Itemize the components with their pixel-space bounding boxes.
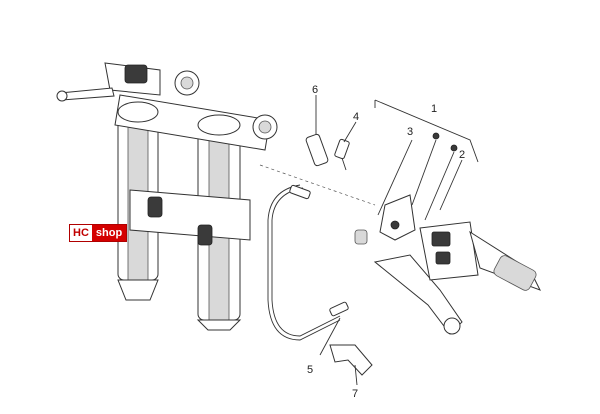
callout-4: 4 bbox=[353, 111, 359, 123]
part-2-screws bbox=[411, 132, 463, 221]
callout-7: 7 bbox=[352, 388, 358, 400]
callout-1: 1 bbox=[431, 103, 437, 115]
callout-5: 5 bbox=[307, 364, 313, 376]
clutch-lever bbox=[373, 254, 463, 335]
part-3-lever-bracket bbox=[354, 139, 416, 245]
part-1-group-bracket bbox=[374, 99, 479, 163]
watermark-shop: shop bbox=[91, 225, 127, 241]
watermark-hc: HC bbox=[70, 225, 92, 241]
callout-6: 6 bbox=[312, 84, 318, 96]
handlebar-axis-line bbox=[259, 164, 376, 206]
callout-3: 3 bbox=[407, 126, 413, 138]
switch-housing-grip bbox=[419, 221, 542, 291]
part-6-bushing bbox=[305, 95, 329, 167]
callout-2: 2 bbox=[459, 149, 465, 161]
part-4-pin bbox=[334, 121, 357, 171]
part-7-bracket bbox=[329, 344, 373, 386]
part-5-clutch-cable bbox=[267, 184, 349, 356]
hc-shop-watermark-logo: HC shop bbox=[69, 224, 128, 242]
front-fork-assembly bbox=[56, 62, 278, 331]
